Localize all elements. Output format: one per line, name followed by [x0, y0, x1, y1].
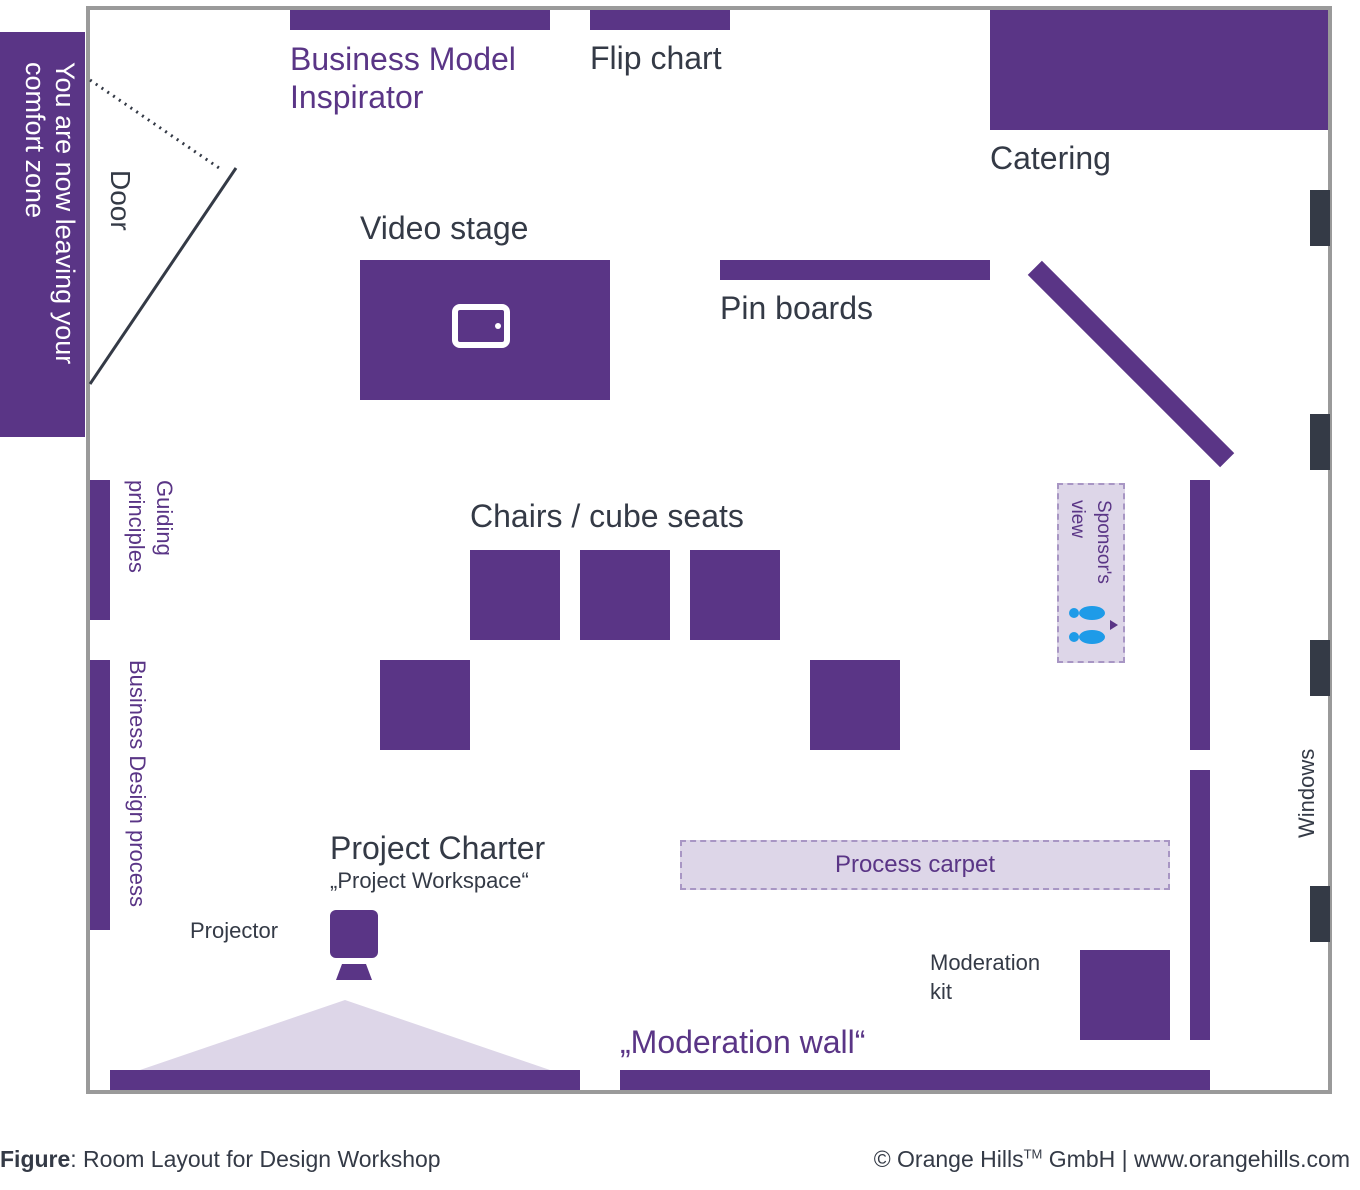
- video-stage-label: Video stage: [360, 210, 529, 246]
- pin-boards-label: Pin boards: [720, 290, 873, 326]
- catering-area: [990, 10, 1328, 130]
- window-3: [1310, 640, 1330, 696]
- process-carpet: [680, 840, 1170, 890]
- windows-label: Windows: [1294, 748, 1319, 838]
- moderation-kit-label: Moderation kit: [930, 950, 1041, 1004]
- moderation-wall-label: „Moderation wall“: [620, 1024, 866, 1060]
- projector-icon: [330, 910, 378, 980]
- cube-seat: [470, 550, 560, 640]
- right-board-lower: [1190, 770, 1210, 1040]
- tablet-icon: [452, 304, 510, 348]
- business-design-process-board: [90, 660, 110, 930]
- cube-seat: [810, 660, 900, 750]
- window-1: [1310, 190, 1330, 246]
- business-model-inspirator-board: [290, 10, 550, 30]
- project-charter-label: Project Charter: [330, 830, 546, 866]
- moderation-wall-left: [110, 1070, 580, 1090]
- door-label: Door: [105, 170, 136, 231]
- copyright-post: GmbH | www.orangehills.com: [1042, 1146, 1350, 1172]
- projector-label: Projector: [190, 918, 279, 943]
- copyright-pre: © Orange Hills: [873, 1146, 1024, 1172]
- sponsors-view-label: Sponsor's view: [1067, 500, 1114, 584]
- comfort-zone-text: You are now leaving your comfort zone: [20, 62, 80, 365]
- moderation-kit: [1080, 950, 1170, 1040]
- cube-seat: [580, 550, 670, 640]
- footprints-icon: [1069, 606, 1118, 644]
- catering-label: Catering: [990, 140, 1111, 176]
- room-outline: [86, 6, 1332, 1094]
- project-workspace-label: „Project Workspace“: [330, 868, 529, 893]
- guiding-principles-board: [90, 480, 110, 620]
- copyright: © Orange HillsTM GmbH | www.orangehills.…: [874, 1146, 1350, 1173]
- comfort-zone-banner: [0, 32, 85, 437]
- window-4: [1310, 886, 1330, 942]
- process-carpet-label: Process carpet: [834, 851, 996, 878]
- business-model-inspirator-label: Business Model Inspirator: [290, 41, 516, 115]
- pin-board-straight: [720, 260, 990, 280]
- cube-seat: [380, 660, 470, 750]
- cube-seat: [690, 550, 780, 640]
- window-2: [1310, 414, 1330, 470]
- flip-chart-board: [590, 10, 730, 30]
- trademark: TM: [1023, 1146, 1043, 1162]
- figure-caption-bold: Figure: [0, 1146, 71, 1172]
- door-swing: [88, 78, 238, 385]
- business-design-process-label: Business Design process: [125, 660, 150, 908]
- moderation-wall-right: [620, 1070, 1210, 1090]
- guiding-principles-label: Guiding principles: [124, 480, 177, 573]
- flip-chart-label: Flip chart: [590, 40, 722, 76]
- figure-caption: Figure: Room Layout for Design Workshop: [0, 1146, 441, 1173]
- chairs-label: Chairs / cube seats: [470, 498, 744, 534]
- figure-caption-text: : Room Layout for Design Workshop: [70, 1146, 441, 1172]
- right-board-upper: [1190, 480, 1210, 750]
